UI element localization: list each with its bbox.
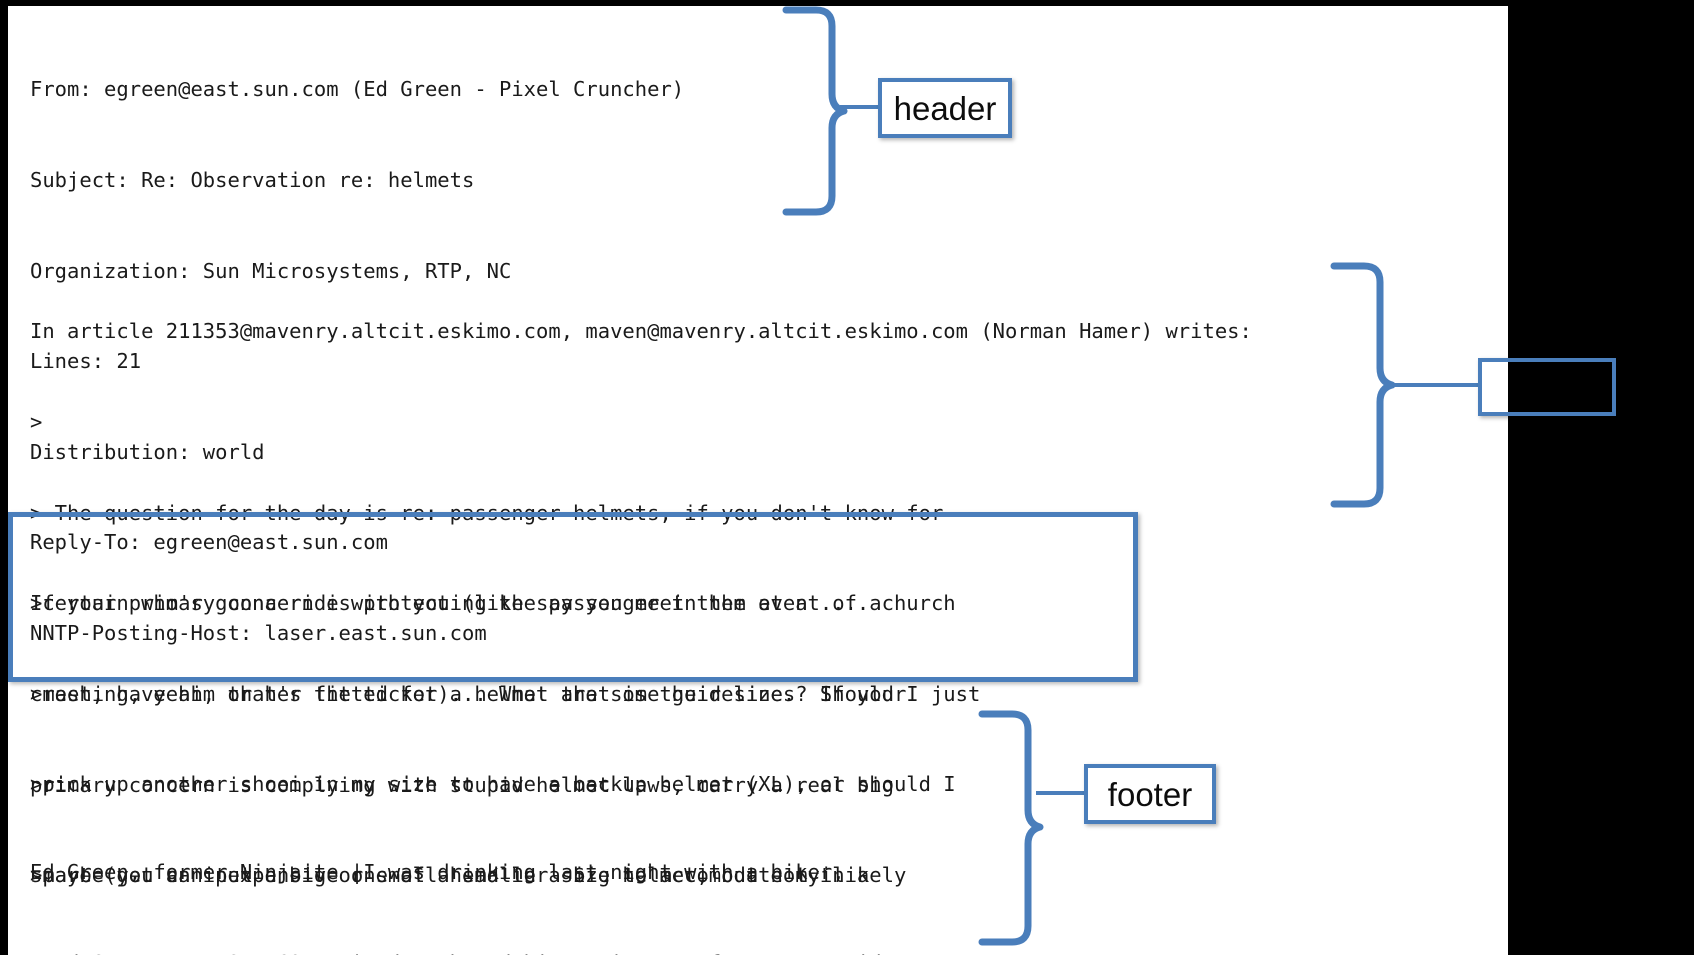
footer-line: Ed.Green@East.Sun.COM |and I showed him … [30, 948, 894, 955]
message-quote-section: In article 211353@mavenry.altcit.eskimo.… [30, 256, 1252, 955]
header-line: Reply-To: egreen@east.sun.com [30, 530, 388, 555]
body-line: primary concern is complying with stupid… [30, 772, 894, 797]
header-line: Subject: Re: Observation re: helmets [30, 168, 475, 192]
footer-line: Ed Green, former Ninjaite |I was drinkin… [30, 860, 845, 884]
body-line: If your primary concern is protecting th… [30, 591, 882, 616]
body-highlight-rectangle [8, 512, 1138, 682]
header-callout-connector [840, 105, 882, 109]
body-line: small one). [30, 951, 906, 955]
quote-line: >pick up another shoei in my size to hav… [30, 772, 956, 797]
callout-header[interactable]: header [878, 78, 1012, 138]
message-body-section: If your primary concern is protecting th… [30, 528, 906, 955]
callout-footer[interactable]: footer [1084, 764, 1216, 824]
quote-line: > [30, 410, 43, 434]
footer-callout-connector [1036, 791, 1086, 795]
header-line: Distribution: world [30, 439, 265, 464]
message-header-section: From: egreen@east.sun.com (Ed Green - Pi… [30, 14, 684, 709]
header-line: NNTP-Posting-Host: laser.east.sun.com [30, 620, 487, 645]
quote-line: >certain who's gonna ride with you (like… [30, 591, 956, 616]
quote-line: >maybe get an inexpensive one of a small… [30, 862, 907, 887]
message-footer-section: --- Ed Green, former Ninjaite |I was dri… [30, 706, 894, 955]
header-line: From: egreen@east.sun.com (Ed Green - Pi… [30, 77, 685, 102]
body-line: spare (you can put a big or small head i… [30, 863, 870, 888]
callout-footer-label: footer [1107, 775, 1193, 813]
footer-line: --- [30, 769, 68, 794]
quote-line: >meeting, yeah, that's the ticket)... Wh… [30, 681, 981, 706]
quote-line: In article 211353@mavenry.altcit.eskimo.… [30, 319, 1252, 344]
header-line: Organization: Sun Microsystems, RTP, NC [30, 258, 512, 283]
header-line: Lines: 21 [30, 349, 142, 374]
quote-line: >passenger? [30, 951, 1252, 955]
callout-quote[interactable] [1478, 358, 1616, 416]
quote-callout-connector [1388, 383, 1480, 387]
document-page: From: egreen@east.sun.com (Ed Green - Pi… [8, 6, 1508, 955]
body-line: crash, have him or her fitted for a helm… [30, 682, 907, 706]
callout-header-label: header [893, 89, 997, 127]
